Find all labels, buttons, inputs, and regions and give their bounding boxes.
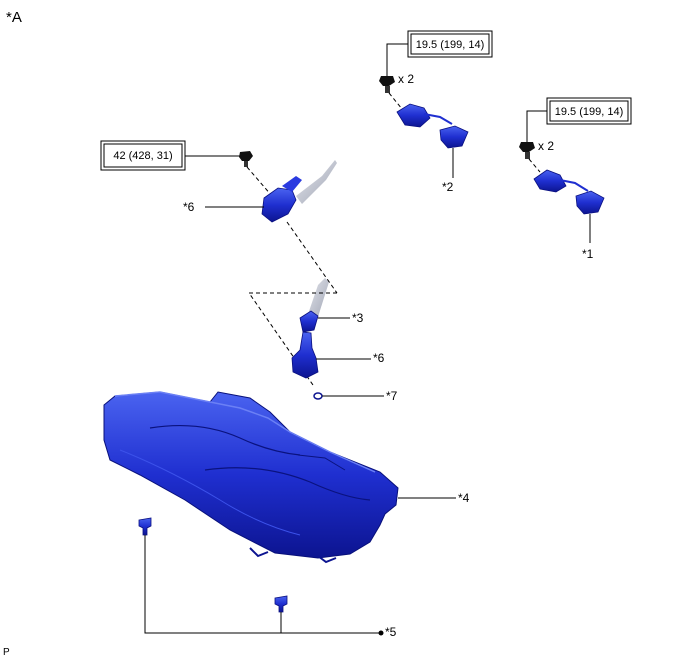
clip-right (274, 595, 288, 613)
torque-spec-left: 42 (428, 31) (113, 150, 172, 162)
nut (313, 392, 323, 400)
clip-left (138, 517, 152, 536)
belt-webbing-lower (306, 278, 329, 320)
callout-7: *7 (386, 389, 398, 403)
bolt-icon (519, 142, 535, 159)
figure-label: *A (6, 9, 22, 26)
seat-belt-bracket-upper: 19.5 (199, 14) x 2 *2 (379, 30, 493, 194)
quantity-label: x 2 (538, 139, 554, 153)
callout-4: *4 (458, 491, 470, 505)
bolt-icon (379, 76, 395, 93)
torque-spec-upper-right: 19.5 (199, 14) (416, 39, 485, 51)
center-seat-belt-assembly: 42 (428, 31) *6 *3 *6 *7 (100, 140, 398, 403)
callout-5: *5 (385, 625, 397, 639)
callout-1: *1 (582, 247, 594, 261)
footer-code: P (3, 647, 10, 658)
callout-6-upper: *6 (183, 200, 195, 214)
torque-spec-right: 19.5 (199, 14) (555, 106, 624, 118)
seat-belt-bracket-right: 19.5 (199, 14) x 2 *1 (519, 97, 632, 261)
rear-seat-cushion: *4 (103, 391, 470, 564)
callout-6-lower: *6 (373, 351, 385, 365)
belt-webbing-upper (296, 160, 337, 204)
callout-3: *3 (352, 311, 364, 325)
bolt-icon (239, 151, 253, 167)
callout-2: *2 (442, 180, 454, 194)
quantity-label: x 2 (398, 72, 414, 86)
callout-5-dot (378, 630, 384, 636)
